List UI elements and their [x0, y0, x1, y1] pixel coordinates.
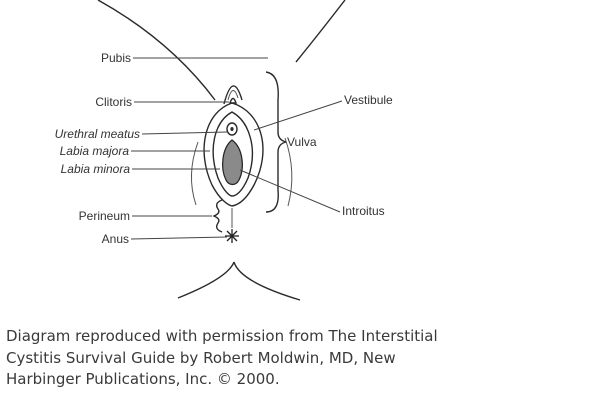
- introitus-leader: [239, 169, 341, 213]
- urethral-meatus-dot: [230, 127, 234, 131]
- clitoral-hood: [223, 85, 243, 105]
- label-vestibule: Vestibule: [344, 93, 393, 107]
- right-outer-fold: [284, 137, 293, 207]
- label-vulva: Vulva: [287, 135, 317, 149]
- anus-mark: [225, 229, 239, 243]
- vaginal-opening: [222, 139, 243, 186]
- label-anus: Anus: [102, 232, 129, 246]
- vulva-bracket: [265, 71, 287, 213]
- label-pubis: Pubis: [101, 51, 131, 65]
- caption-line-2: Cystitis Survival Guide by Robert Moldwi…: [6, 348, 396, 367]
- label-labia-majora: Labia majora: [60, 144, 130, 158]
- right-thigh-outline: [295, 0, 346, 63]
- labia-majora-shape: [203, 102, 264, 207]
- clitoral-hood-inner: [227, 90, 239, 101]
- label-introitus: Introitus: [342, 204, 385, 218]
- urethral-meatus-leader: [141, 131, 228, 135]
- label-perineum: Perineum: [79, 209, 130, 223]
- label-urethral-meatus: Urethral meatus: [55, 127, 140, 141]
- label-labia-minora: Labia minora: [61, 162, 131, 176]
- perineum-brace: [212, 199, 223, 233]
- figure-caption: Diagram reproduced with permission from …: [6, 326, 526, 391]
- caption-line-1: Diagram reproduced with permission from …: [6, 327, 438, 345]
- vestibule-leader: [253, 100, 343, 131]
- left-thigh-outline: [97, 0, 216, 101]
- caption-line-3: Harbinger Publications, Inc. © 2000.: [6, 370, 280, 388]
- urethral-meatus-shape: [226, 122, 238, 136]
- anatomy-diagram: Pubis Clitoris Urethral meatus Labia maj…: [55, 0, 393, 301]
- buttocks-outline-right: [233, 261, 301, 301]
- buttocks-outline: [177, 261, 235, 299]
- anus-leader: [130, 236, 228, 240]
- left-outer-fold: [190, 141, 199, 206]
- labia-minora-shape: [212, 111, 253, 197]
- clitoris-shape: [229, 97, 237, 104]
- label-clitoris: Clitoris: [95, 95, 132, 109]
